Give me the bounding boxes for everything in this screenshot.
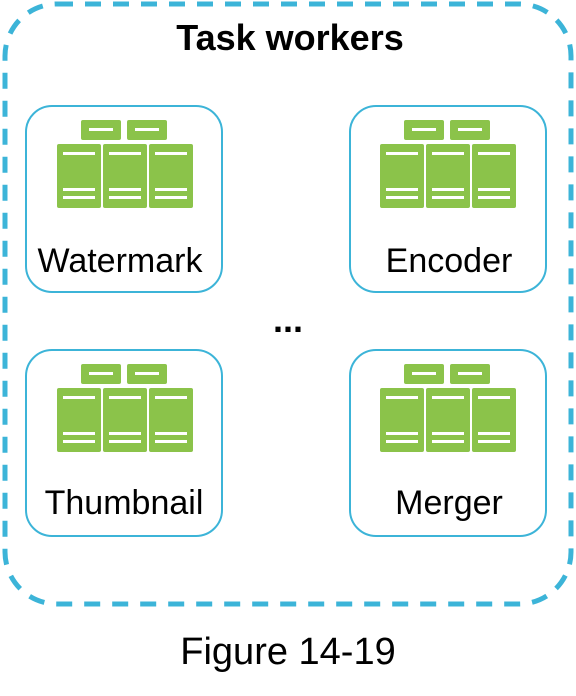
ellipsis: ... — [273, 299, 303, 340]
worker-label: Merger — [395, 484, 503, 522]
worker-label: Encoder — [386, 242, 513, 280]
worker-label: Watermark — [38, 242, 204, 280]
worker-card-merger: Merger — [349, 349, 547, 537]
group-title: Task workers — [176, 17, 403, 58]
task-workers-group-border — [2, 1, 574, 607]
worker-card-thumbnail: Thumbnail — [25, 349, 223, 537]
worker-label: Thumbnail — [45, 484, 204, 522]
worker-card-encoder: Encoder — [349, 105, 547, 293]
figure-caption: Figure 14-19 — [180, 631, 395, 673]
worker-card-watermark: Watermark — [25, 105, 223, 293]
